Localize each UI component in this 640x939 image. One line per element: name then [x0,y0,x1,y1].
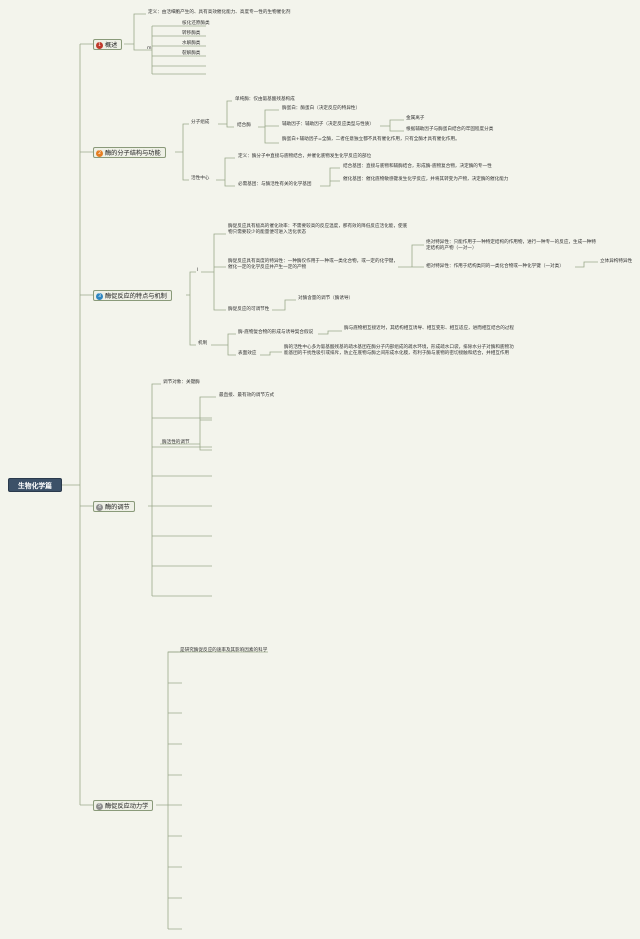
root-topic[interactable]: 生物化学篇 [8,478,62,492]
mechanism[interactable]: 机制 [198,341,208,346]
mechanism-i[interactable]: I [197,268,199,273]
branch-label: 酶促反应动力学 [105,803,149,810]
absolute-specificity[interactable]: 绝对特异性：只能作用于一种特定结构的作用物，进行一种专一的反应，生成一种特定结构… [426,240,596,251]
high-specificity[interactable]: 酶促反应具有高度的特异性：一种酶仅作用于一种或一类化合物，或一定的化学键，催化一… [228,259,398,270]
stereo-specificity[interactable]: 立体异构特异性 [600,259,633,264]
apoenzyme[interactable]: 酶蛋白：酶蛋白（决定反应的特异性） [282,106,361,111]
induced-fit[interactable]: 酶-底物复合物的形成与诱导契合假说 [238,330,314,335]
enzyme-class-4[interactable]: 裂解酶类 [182,51,201,56]
regulation-target[interactable]: 调节对象：关键酶 [163,380,200,385]
branch-label: 酶促反应的特点与机制 [105,293,167,300]
branch-label: 概述 [105,42,118,49]
adjustability-detail[interactable]: 对酶含量的调节（酶诱导） [298,296,354,301]
enzyme-class-3[interactable]: 水解酶类 [182,41,201,46]
cofactor[interactable]: 辅助因子：辅助因子（决定反应类型与性质） [282,122,374,127]
essential-groups[interactable]: 必需基团：与酶活性有关的化学基团 [238,182,312,187]
kinetics-definition[interactable]: 是研究酶促反应的速率及其影响因素的科学 [180,648,268,653]
catalytic-group[interactable]: 催化基团：催化底物敏感键发生化学反应，并将其转变为产物，决定酶的催化能力 [343,177,509,182]
simple-enzyme[interactable]: 单纯酶：仅由氨基酸残基构成 [235,97,295,102]
active-center-definition[interactable]: 定义：酶分子中直接与底物结合，并催化底物发生化学反应的部位 [238,154,372,159]
branch-label: 酶的调节 [105,504,130,511]
overview-definition[interactable]: 定义：由活细胞产生的、具有高效催化能力、高度专一性的生物催化剂 [148,10,291,15]
adjustability[interactable]: 酶促反应的可调节性 [228,307,270,312]
most-direct-regulation[interactable]: 最直接、最有效的调节方式 [219,393,275,398]
metal-ion[interactable]: 金属离子 [406,116,425,121]
enzyme-class-2[interactable]: 转移酶类 [182,31,201,36]
active-center[interactable]: 活性中心 [191,176,210,181]
enzyme-class-1[interactable]: 核化还原酶类 [182,21,210,26]
number-badge: 2 [96,150,103,157]
number-badge: 4 [96,504,103,511]
coenzyme-classification[interactable]: 根据辅助因子与酶蛋白结合的牢固程度分类 [406,127,494,132]
conjugated-enzyme[interactable]: 结合酶 [237,123,251,128]
high-efficiency[interactable]: 酶促反应具有极高的催化效率：不需要较高的反应温度，那有效的降低反应活化能，使底物… [228,224,408,235]
induced-fit-detail[interactable]: 酶与底物相互接近时，其结构相互诱导、相互变形、相互适应，进而相互结合的过程 [344,326,514,331]
molecular-composition[interactable]: 分子组成 [191,120,210,125]
surface-effect-detail[interactable]: 酶的活性中心多为氨基酸残基的疏水基团在酶分子内部组成的疏水环境，形成疏水口袋，排… [284,345,514,356]
holoenzyme[interactable]: 酶蛋白+辅助因子=全酶，二者任意独立都不具有催化作用，只有全酶才具有催化作用。 [282,137,460,142]
number-badge: 3 [96,293,103,300]
number-badge: 5 [96,803,103,810]
relative-specificity[interactable]: 相对特异性：作用于结构类同的一类化合物或一种化学键（一对类） [426,264,564,269]
number-badge: 1 [96,42,103,49]
branch-label: 酶的分子结构与功能 [105,150,161,157]
activity-regulation[interactable]: 酶活性的调节 [162,440,190,445]
binding-group[interactable]: 结合基团：直接与底物和辅酶结合，形成酶-底物复合物，决定酶的专一性 [343,164,492,169]
surface-effect[interactable]: 表面效应 [238,351,257,356]
overview-m[interactable]: m [147,46,152,51]
